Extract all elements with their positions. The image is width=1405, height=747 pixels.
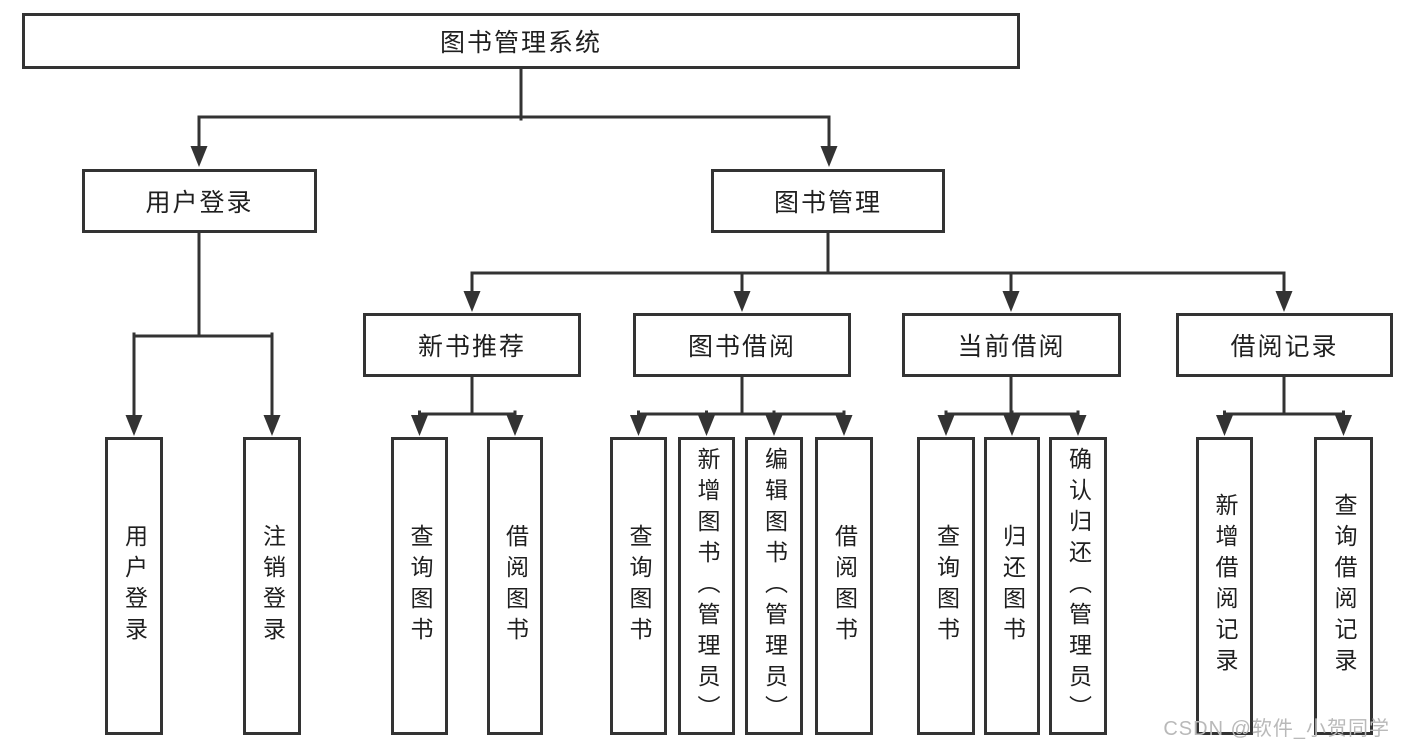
node-root: 图书管理系统 — [22, 13, 1020, 69]
node-borrow-records: 借阅记录 — [1176, 313, 1393, 377]
watermark: CSDN @软件_小贺同学 — [1163, 718, 1390, 740]
arrow-down-icon — [1002, 291, 1020, 312]
node-current-borrow: 当前借阅 — [902, 313, 1121, 377]
node-leaf-logout: 注销登录 — [243, 437, 301, 735]
arrow-down-icon — [190, 146, 208, 167]
node-leaf-add-books-admin: 新增图书（管理员） — [678, 437, 735, 735]
node-user-login: 用户登录 — [82, 169, 317, 233]
node-leaf-confirm-return-admin: 确认归还（管理员） — [1049, 437, 1107, 735]
connector-arrowheads — [125, 146, 1352, 436]
arrow-down-icon — [820, 146, 838, 167]
arrow-down-icon — [1069, 415, 1087, 436]
arrow-down-icon — [1003, 415, 1021, 436]
node-leaf-query-books-2: 查询图书 — [610, 437, 667, 735]
arrow-down-icon — [463, 291, 481, 312]
arrow-down-icon — [125, 415, 143, 436]
node-leaf-user-login: 用户登录 — [105, 437, 163, 735]
node-leaf-borrow-books-2: 借阅图书 — [815, 437, 873, 735]
arrow-down-icon — [835, 415, 853, 436]
node-book-management: 图书管理 — [711, 169, 945, 233]
node-leaf-add-borrow-record: 新增借阅记录 — [1196, 437, 1253, 735]
connector-lines — [132, 67, 1345, 419]
arrow-down-icon — [937, 415, 955, 436]
node-new-book-recommend: 新书推荐 — [363, 313, 581, 377]
node-leaf-return-books: 归还图书 — [984, 437, 1040, 735]
node-leaf-edit-books-admin: 编辑图书（管理员） — [745, 437, 803, 735]
arrow-down-icon — [506, 415, 524, 436]
node-leaf-query-books-3: 查询图书 — [917, 437, 975, 735]
arrow-down-icon — [733, 291, 751, 312]
arrow-down-icon — [698, 415, 715, 436]
arrow-down-icon — [1275, 291, 1293, 312]
node-book-borrow: 图书借阅 — [633, 313, 851, 377]
arrow-down-icon — [411, 415, 428, 436]
arrow-down-icon — [630, 415, 647, 436]
arrow-down-icon — [1335, 415, 1352, 436]
node-leaf-query-borrow-record: 查询借阅记录 — [1314, 437, 1373, 735]
node-leaf-query-books-1: 查询图书 — [391, 437, 448, 735]
arrow-down-icon — [765, 415, 783, 436]
arrow-down-icon — [1216, 415, 1233, 436]
arrow-down-icon — [263, 415, 281, 436]
node-leaf-borrow-books-1: 借阅图书 — [487, 437, 543, 735]
